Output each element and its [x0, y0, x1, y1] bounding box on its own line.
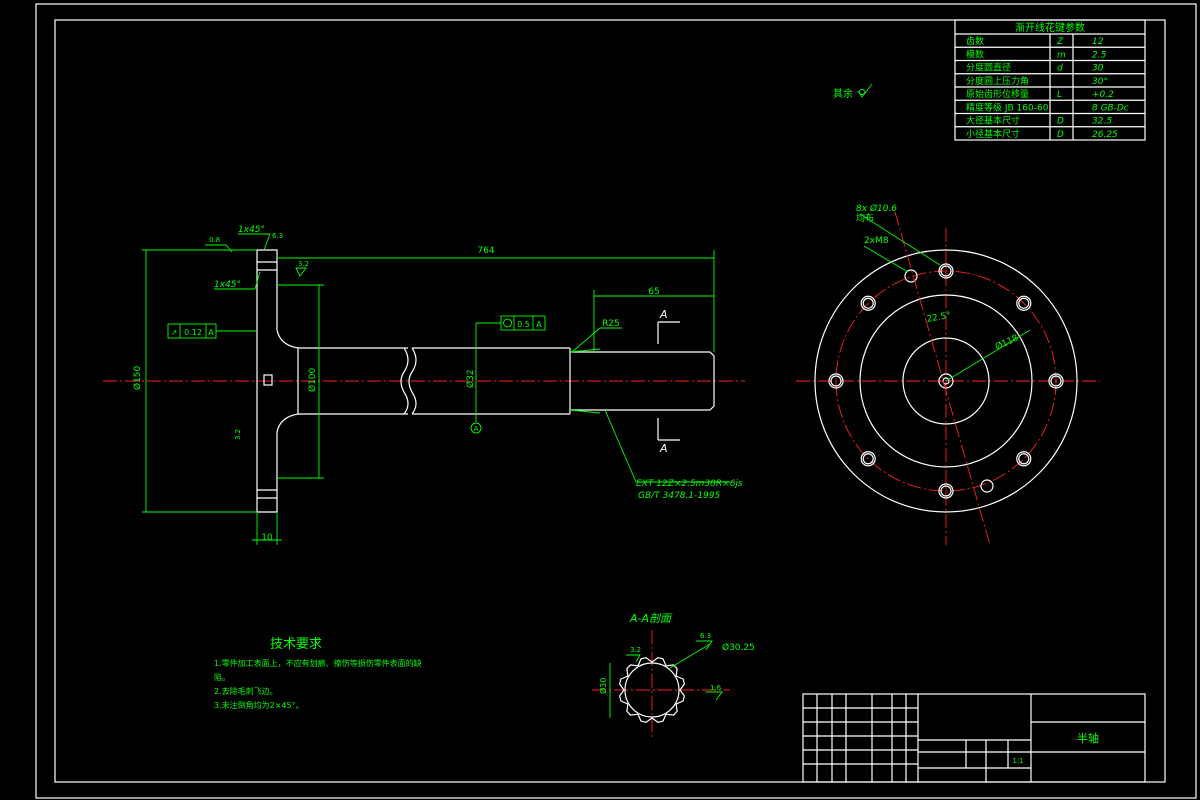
table-value: 8 GB-Dc: [1092, 103, 1129, 113]
table-symbol: d: [1057, 64, 1063, 74]
table-value: 26.25: [1092, 130, 1118, 140]
bolt-hole: [860, 451, 876, 467]
chamfer-side: 1x45°: [214, 280, 241, 290]
part-name: 半轴: [1077, 731, 1099, 745]
section-core: [624, 662, 680, 718]
tech-req-line1: 1.零件加工表面上，不应有划痕、擦伤等损伤零件表面的缺: [214, 658, 422, 668]
hole-label: 8x Ø10.6: [856, 203, 897, 214]
table-value: 32.5: [1092, 117, 1112, 127]
section-dia-inner: Ø30: [598, 678, 608, 694]
hub-circle: [859, 294, 1033, 468]
runout-tolerance-frame: ↗ 0.12 A: [167, 323, 257, 339]
table-param: 原始齿形位移量: [966, 88, 1029, 100]
tech-req-title: 技术要求: [270, 637, 322, 652]
inner-frame: [54, 19, 1166, 783]
dim-flange-diameter: Ø150: [132, 365, 143, 390]
section-title: A-A剖面: [629, 612, 673, 625]
table-symbol: Z: [1056, 37, 1064, 47]
position-datum: A: [536, 320, 542, 329]
table-symbol: D: [1057, 117, 1064, 127]
shaft-circle: [902, 337, 990, 425]
table-param: 小径基本尺寸: [966, 128, 1020, 140]
datum-a-icon: [470, 422, 482, 434]
break-line-left: [400, 347, 409, 415]
table-value: 30: [1092, 64, 1104, 74]
spline-callout-line1: EXT 12Z×2.5m30R×6js: [636, 479, 743, 489]
flange-outer-circle: [814, 249, 1078, 513]
position-icon: [503, 318, 512, 328]
bolt-hole: [1016, 451, 1032, 467]
bolt-hole: [938, 263, 954, 279]
spline-parameter-table: 渐开线花键参数 齿数 Z 12 模数 m 2.5 分度圆直径 d 30 分度圆上压力角 30° 原始齿…: [954, 19, 1146, 141]
table-param: 精度等级 JB 160-60: [966, 101, 1049, 113]
technical-requirements: 技术要求 1.零件加工表面上，不应有划痕、擦伤等损伤零件表面的缺 陷。 2.去除…: [214, 637, 422, 710]
section-marker-bottom: A: [659, 442, 668, 455]
table-param: 大径基本尺寸: [966, 115, 1020, 127]
spline-callout-line2: GB/T 3478.1-1995: [638, 491, 720, 501]
end-view: 8x Ø10.6 均布 2xM8 22.5° Ø118: [796, 203, 1100, 546]
bolt-hole: [860, 295, 876, 311]
table-value: 30°: [1092, 77, 1108, 87]
center-hole: [938, 373, 954, 389]
position-tolerance-frame: 0.5 A: [475, 315, 546, 348]
tech-req-line2: 2.去除毛刺飞边。: [214, 686, 278, 696]
bolt-hole: [1048, 373, 1064, 389]
table-param: 模数: [966, 48, 984, 60]
datum-label: A: [474, 425, 479, 433]
scale: 1:1: [1012, 757, 1023, 765]
angle-label: 22.5°: [926, 311, 952, 325]
table-value: 2.5: [1092, 50, 1107, 60]
side-view: 764 65 Ø150 Ø100 Ø32 A 10 1x45° 1x45° 0: [103, 225, 745, 545]
roughness-b: 6.3: [272, 232, 283, 240]
bolt-hole: [938, 483, 954, 499]
roughness-d: 3.2: [234, 429, 242, 440]
dim-overall-length: 764: [477, 246, 494, 256]
roughness-note: 其余: [833, 87, 853, 100]
table-symbol: L: [1057, 90, 1062, 100]
section-rough2: 6.3: [700, 632, 711, 640]
section-rough1: 3.2: [630, 646, 641, 654]
roughness-circle-icon: [859, 89, 865, 95]
threaded-hole: [904, 269, 918, 283]
table-value: +0.2: [1092, 90, 1114, 100]
bolt-hole: [1016, 295, 1032, 311]
tech-req-line1b: 陷。: [214, 672, 230, 682]
dim-flange-thickness: 10: [261, 533, 273, 543]
section-dia-outer: Ø30.25: [722, 642, 755, 653]
dim-shaft-diameter: Ø32: [465, 369, 476, 388]
outer-frame: [35, 3, 1197, 799]
dim-hub-diameter: Ø100: [307, 367, 318, 392]
chamfer-top: 1x45°: [238, 225, 265, 235]
break-line-right: [408, 347, 417, 415]
tech-req-line3: 3.未注倒角均为2×45°。: [214, 700, 304, 710]
table-value: 12: [1092, 37, 1104, 47]
section-rough3: 1.6: [710, 684, 722, 692]
table-param: 齿数: [966, 35, 984, 47]
table-symbol: m: [1057, 50, 1066, 60]
spline-profile: [618, 656, 686, 724]
runout-value: 0.12: [184, 328, 202, 337]
section-aa-view: A-A剖面 Ø30 Ø30.25 3.2 6.3 1.6: [592, 612, 755, 740]
spline-end: [569, 348, 715, 414]
runout-datum: A: [208, 328, 214, 337]
runout-icon: ↗: [171, 328, 178, 337]
dim-spline-length: 65: [648, 287, 659, 297]
table-param: 分度圆上压力角: [966, 75, 1029, 87]
title-block: 半轴 1:1: [802, 693, 1146, 783]
hole-note: 均布: [856, 212, 874, 224]
thread-label: 2xM8: [864, 236, 889, 246]
roughness-c: 3.2: [298, 260, 309, 268]
table-title: 渐开线花键参数: [1015, 21, 1085, 34]
fillet-label: R25: [602, 319, 620, 329]
table-param: 分度圆直径: [966, 62, 1011, 74]
table-symbol: D: [1057, 130, 1064, 140]
roughness-a: 0.8: [209, 236, 220, 244]
bolt-hole: [828, 373, 844, 389]
section-marker-top: A: [659, 308, 668, 321]
bolt-circle: [835, 270, 1057, 492]
position-value: 0.5: [517, 320, 530, 329]
threaded-hole: [980, 479, 994, 493]
